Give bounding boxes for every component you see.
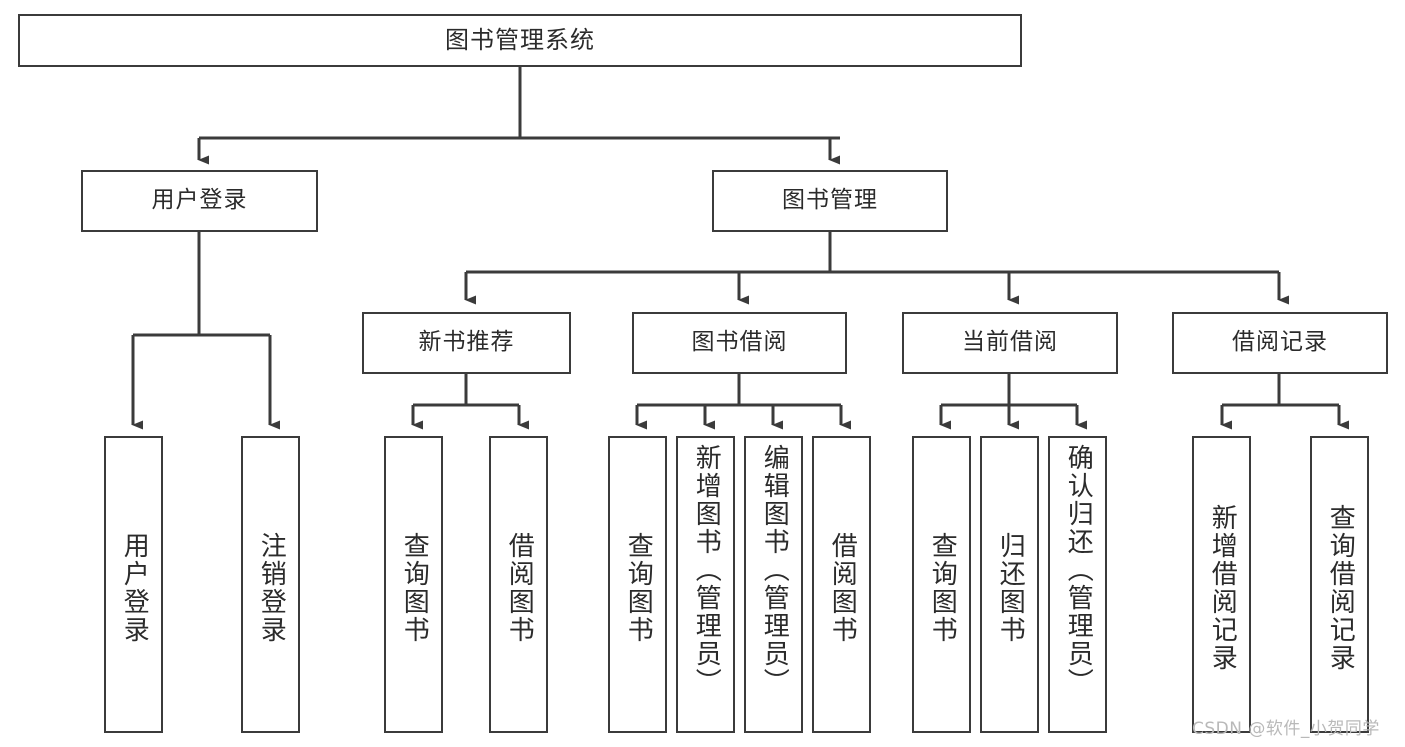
leaf-query-borrow-record[interactable]: 查询借阅记录 (1310, 436, 1369, 733)
node-current-borrow[interactable]: 当前借阅 (902, 312, 1118, 374)
leaf-label: 查询图书 (399, 531, 430, 644)
node-borrow-record[interactable]: 借阅记录 (1172, 312, 1388, 374)
leaf-logout-login[interactable]: 注销登录 (241, 436, 300, 733)
node-label: 图书管理系统 (445, 26, 595, 55)
node-label: 新书推荐 (418, 329, 515, 356)
leaf-label: 借阅图书 (504, 531, 535, 644)
leaf-label: 用户登录 (119, 531, 150, 644)
leaf-label: 新增借阅记录 (1207, 503, 1238, 672)
leaf-label: 查询借阅记录 (1325, 503, 1356, 672)
leaf-label: 查询图书 (927, 531, 958, 644)
leaf-label: 编辑图书（管理员） (759, 444, 790, 696)
node-book-management-system[interactable]: 图书管理系统 (18, 14, 1022, 67)
leaf-edit-book[interactable]: 编辑图书（管理员） (744, 436, 803, 733)
node-label: 当前借阅 (962, 329, 1058, 356)
leaf-query-book-current[interactable]: 查询图书 (912, 436, 971, 733)
node-label: 图书管理 (782, 187, 878, 214)
node-label: 借阅记录 (1232, 329, 1328, 356)
leaf-add-book[interactable]: 新增图书（管理员） (676, 436, 735, 733)
node-book-borrow[interactable]: 图书借阅 (632, 312, 847, 374)
leaf-user-login[interactable]: 用户登录 (104, 436, 163, 733)
node-label: 用户登录 (151, 187, 248, 214)
leaf-label: 注销登录 (256, 531, 287, 644)
node-user-login[interactable]: 用户登录 (81, 170, 318, 232)
leaf-add-borrow-record[interactable]: 新增借阅记录 (1192, 436, 1251, 733)
leaf-label: 借阅图书 (827, 531, 858, 644)
leaf-label: 新增图书（管理员） (691, 444, 722, 696)
leaf-label: 归还图书 (995, 531, 1026, 644)
csdn-watermark: CSDN @软件_小贺同学 (1192, 719, 1380, 739)
leaf-confirm-return[interactable]: 确认归还（管理员） (1048, 436, 1107, 733)
leaf-borrow-book[interactable]: 借阅图书 (812, 436, 871, 733)
leaf-return-book[interactable]: 归还图书 (980, 436, 1039, 733)
node-book-management[interactable]: 图书管理 (712, 170, 948, 232)
leaf-borrow-book-recommend[interactable]: 借阅图书 (489, 436, 548, 733)
leaf-label: 确认归还（管理员） (1063, 444, 1094, 696)
leaf-query-book-borrow[interactable]: 查询图书 (608, 436, 667, 733)
node-label: 图书借阅 (691, 329, 788, 356)
node-new-book-recommend[interactable]: 新书推荐 (362, 312, 571, 374)
leaf-label: 查询图书 (623, 531, 654, 644)
leaf-query-book-recommend[interactable]: 查询图书 (384, 436, 443, 733)
